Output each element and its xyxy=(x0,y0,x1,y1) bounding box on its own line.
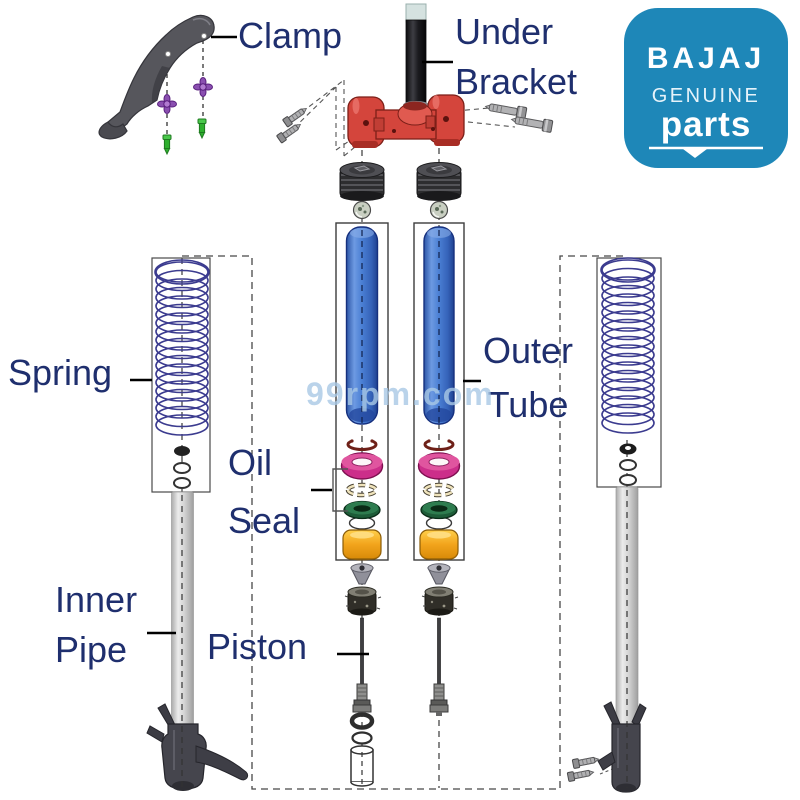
leader-lines xyxy=(130,35,481,656)
watermark: 99rpm.com xyxy=(306,376,495,412)
clamp-hole-dot xyxy=(201,33,207,39)
inner-pipe-label: Inner Pipe xyxy=(55,579,138,670)
bracket-bolt xyxy=(282,104,310,128)
clamp-assembly xyxy=(98,14,215,155)
cone-seat xyxy=(427,563,451,585)
piston-head xyxy=(429,683,449,716)
bajaj-logo-badge: BAJAJ GENUINE parts xyxy=(624,8,788,168)
oil-seal-ring xyxy=(417,452,461,480)
logo-parts-text: parts xyxy=(660,105,752,144)
slide-bushing xyxy=(342,529,382,561)
spring-washer xyxy=(173,462,191,474)
left-fork-column xyxy=(340,226,384,787)
axle-bolt xyxy=(566,767,595,783)
spring-washer xyxy=(619,459,637,471)
clamp-label: Clamp xyxy=(238,15,343,56)
under-bracket-label: Under Bracket xyxy=(455,11,578,102)
spring-label: Spring xyxy=(8,352,113,393)
dust-seal xyxy=(420,500,458,530)
logo-genuine-text: GENUINE xyxy=(651,85,761,107)
right-spring-assembly xyxy=(596,257,662,488)
retaining-clip xyxy=(346,439,378,451)
right-fork-column xyxy=(417,226,461,716)
snap-ring xyxy=(345,482,379,498)
damper-cap xyxy=(421,586,459,616)
clamp-green-bolt xyxy=(197,118,207,139)
centerline-overlay-dashes xyxy=(181,230,628,790)
axle-holder xyxy=(146,703,249,791)
clamp-green-bolt xyxy=(162,134,172,155)
clamp-foot xyxy=(98,121,128,140)
right-inner-pipe-assembly xyxy=(566,486,647,793)
cone-seat xyxy=(350,563,374,585)
o-ring xyxy=(349,712,375,730)
retaining-clip xyxy=(423,439,455,451)
logo-brand-text: BAJAJ xyxy=(646,42,766,75)
spring-seat xyxy=(174,446,190,456)
oil-seal-label: Oil Seal xyxy=(228,442,301,541)
spring-washer xyxy=(173,477,191,489)
fork-spring xyxy=(600,257,656,434)
under-bracket-part xyxy=(347,94,465,148)
fork-spring xyxy=(154,259,210,436)
oil-seal-bracket xyxy=(332,468,348,512)
piston-head xyxy=(352,683,372,716)
outer-tube xyxy=(423,226,455,425)
steering-stem-top xyxy=(405,3,427,23)
spring-washer xyxy=(619,474,637,486)
clamp-wing-nut xyxy=(193,77,213,97)
fork-dust-cap xyxy=(339,161,385,202)
fork-ball-washer xyxy=(352,200,372,220)
bolt-alignment-lines xyxy=(293,79,621,775)
piston-label: Piston xyxy=(207,626,308,667)
left-spring-assembly xyxy=(151,257,211,493)
axle-bolt xyxy=(571,754,600,770)
under-bracket-assembly xyxy=(276,3,554,148)
piston-rod xyxy=(360,617,364,685)
fork-dust-cap xyxy=(416,161,462,202)
slide-bushing xyxy=(419,529,459,561)
flat-washer xyxy=(351,731,373,745)
logo-underline-icon xyxy=(649,146,763,158)
damper-cap xyxy=(344,586,382,616)
outer-tube-label: Outer Tube xyxy=(482,330,574,425)
clamp-wing-nut xyxy=(157,94,177,114)
dust-seal xyxy=(343,500,381,530)
fork-ball-washer xyxy=(429,200,449,220)
piston-rod xyxy=(437,617,441,685)
axle-holder xyxy=(597,701,647,793)
outer-tube xyxy=(345,226,379,425)
oil-seal-ring xyxy=(340,452,384,480)
clamp-hole-dot xyxy=(165,51,171,57)
